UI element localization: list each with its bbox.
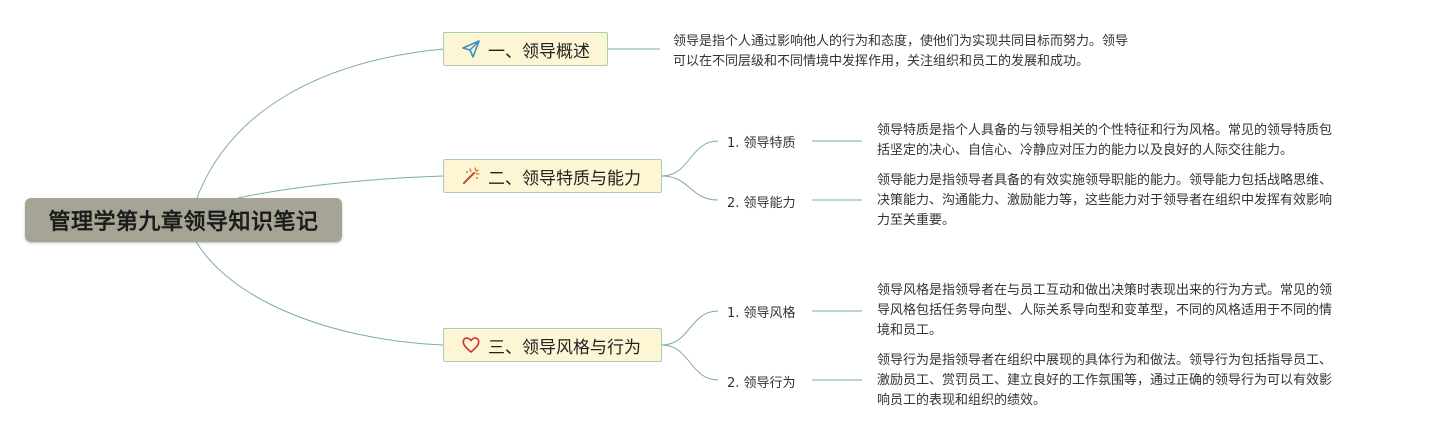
desc-line: 领导是指个人通过影响他人的行为和态度，使他们为实现共同目标而努力。领导 bbox=[673, 34, 1129, 49]
heart-icon bbox=[460, 334, 482, 356]
sub-topic-2-2-description: 领导能力是指领导者具备的有效实施领导职能的能力。领导能力包括战略思维、 决策能力… bbox=[877, 171, 1377, 231]
desc-line: 领导行为是指领导者在组织中展现的具体行为和做法。领导行为包括指导员工、 bbox=[877, 353, 1333, 368]
desc-line: 领导能力是指领导者具备的有效实施领导职能的能力。领导能力包括战略思维、 bbox=[877, 173, 1333, 188]
topic-2[interactable]: 二、领导特质与能力 bbox=[443, 159, 662, 193]
sub-topic-3-2[interactable]: 2. 领导行为 bbox=[727, 376, 796, 391]
sub-topic-3-1-description: 领导风格是指领导者在与员工互动和做出决策时表现出来的行为方式。常见的领 导风格包… bbox=[877, 281, 1377, 341]
topic-1[interactable]: 一、领导概述 bbox=[443, 32, 608, 66]
topic-3[interactable]: 三、领导风格与行为 bbox=[443, 328, 662, 362]
sub-topic-3-2-description: 领导行为是指领导者在组织中展现的具体行为和做法。领导行为包括指导员工、 激励员工… bbox=[877, 351, 1377, 411]
desc-line: 导风格包括任务导向型、人际关系导向型和变革型，不同的风格适用于不同的情 bbox=[877, 303, 1333, 318]
magic-wand-icon bbox=[460, 165, 482, 187]
desc-line: 领导特质是指个人具备的与领导相关的个性特征和行为风格。常见的领导特质包 bbox=[877, 123, 1333, 138]
sub-topic-2-1-description: 领导特质是指个人具备的与领导相关的个性特征和行为风格。常见的领导特质包 括坚定的… bbox=[877, 121, 1377, 161]
topic-1-label: 一、领导概述 bbox=[488, 41, 590, 62]
topic-3-label: 三、领导风格与行为 bbox=[488, 337, 641, 358]
connector-topic-2-sub-2 bbox=[661, 175, 719, 201]
connector-topic-3-sub-1 bbox=[661, 310, 719, 346]
sub-topic-2-2[interactable]: 2. 领导能力 bbox=[727, 196, 796, 211]
root-topic[interactable]: 管理学第九章领导知识笔记 bbox=[25, 198, 342, 242]
connector-root-topic-2 bbox=[237, 175, 444, 199]
sub-topic-2-1[interactable]: 1. 领导特质 bbox=[727, 136, 796, 151]
desc-line: 力至关重要。 bbox=[877, 213, 956, 228]
topic-2-label: 二、领导特质与能力 bbox=[488, 168, 641, 189]
connector-root-topic-3 bbox=[194, 239, 444, 346]
topic-1-description: 领导是指个人通过影响他人的行为和态度，使他们为实现共同目标而努力。领导 可以在不… bbox=[673, 32, 1173, 72]
desc-line: 括坚定的决心、自信心、冷静应对压力的能力以及良好的人际交往能力。 bbox=[877, 143, 1294, 158]
root-topic-label: 管理学第九章领导知识笔记 bbox=[48, 210, 319, 235]
connector-topic-3-sub-2 bbox=[661, 344, 719, 381]
connector-topic-2-sub-1 bbox=[661, 140, 719, 177]
desc-line: 决策能力、沟通能力、激励能力等，这些能力对于领导者在组织中发挥有效影响 bbox=[877, 193, 1333, 208]
sub-topic-3-1[interactable]: 1. 领导风格 bbox=[727, 306, 796, 321]
paper-plane-icon bbox=[460, 38, 482, 60]
connector-root-topic-1 bbox=[194, 48, 444, 204]
desc-line: 领导风格是指领导者在与员工互动和做出决策时表现出来的行为方式。常见的领 bbox=[877, 283, 1333, 298]
desc-line: 境和员工。 bbox=[877, 323, 943, 338]
desc-line: 可以在不同层级和不同情境中发挥作用，关注组织和员工的发展和成功。 bbox=[673, 54, 1090, 69]
desc-line: 响员工的表现和组织的绩效。 bbox=[877, 393, 1047, 408]
desc-line: 激励员工、赏罚员工、建立良好的工作氛围等，通过正确的领导行为可以有效影 bbox=[877, 373, 1333, 388]
